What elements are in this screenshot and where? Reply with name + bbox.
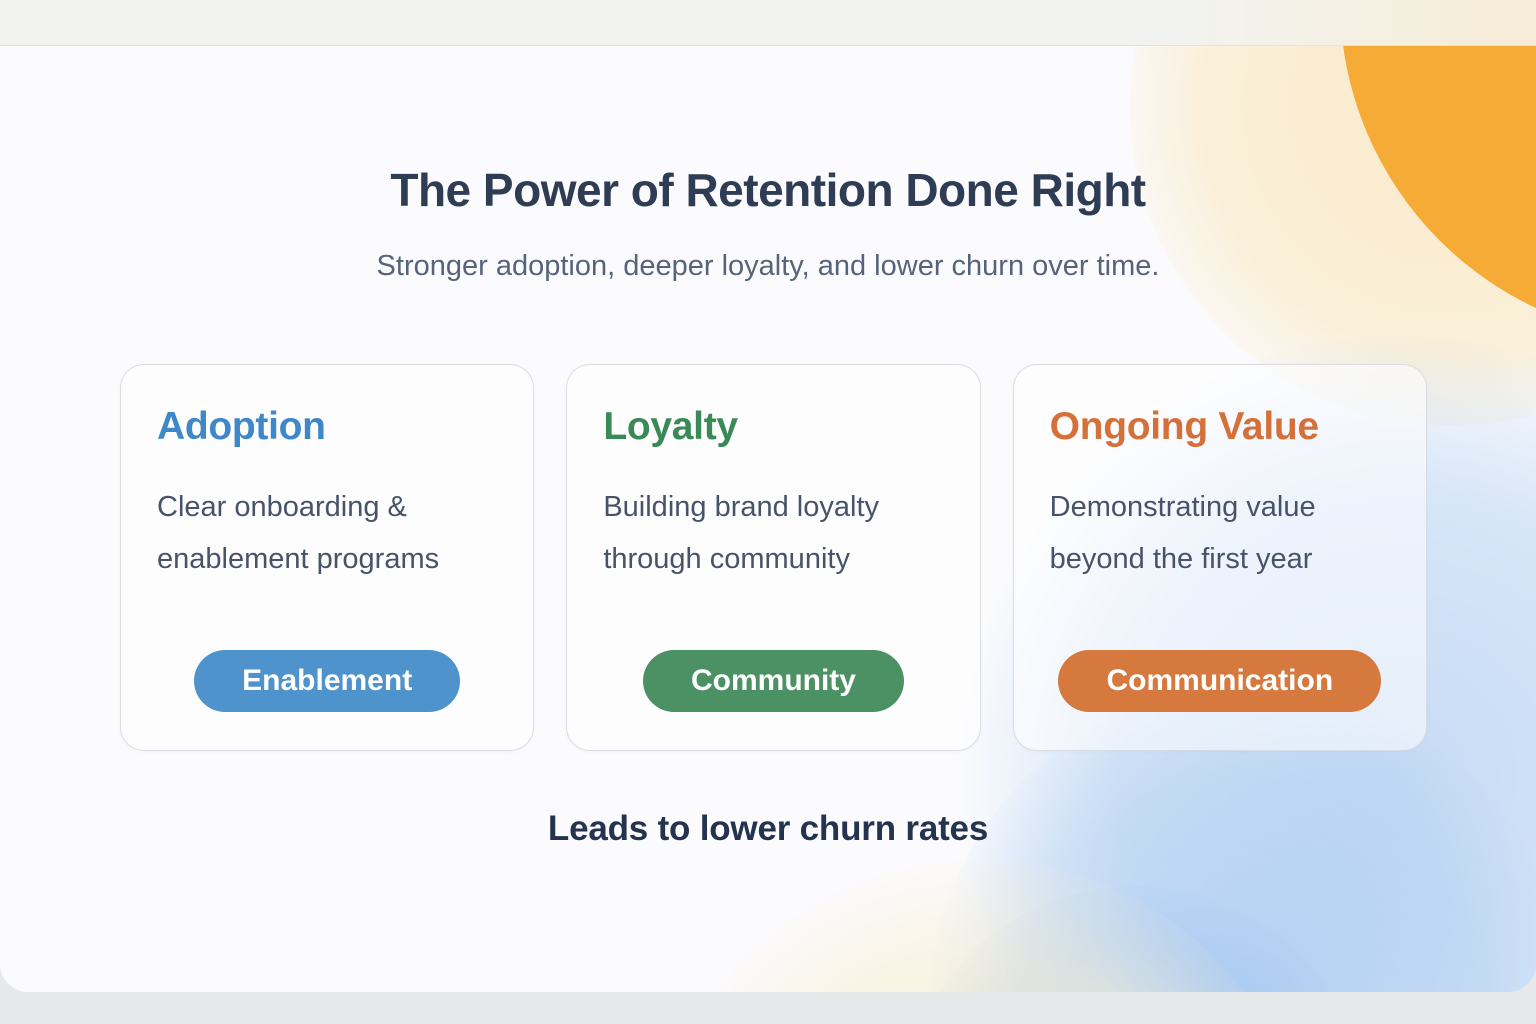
card-ongoing-value-body: Demonstrating value beyond the first yea… — [1049, 491, 1316, 575]
slide-footer-text: Leads to lower churn rates — [547, 809, 989, 848]
card-adoption-heading: Adoption — [157, 405, 326, 448]
slide-title: The Power of Retention Done Right — [390, 164, 1146, 216]
card-adoption-body: Clear onboarding & enablement programs — [157, 491, 440, 575]
top-strip — [0, 0, 1536, 46]
cards-row: Adoption Clear onboarding & enablement p… — [120, 364, 1427, 751]
card-adoption: Adoption Clear onboarding & enablement p… — [120, 364, 535, 751]
card-loyalty: Loyalty Building brand loyalty through c… — [566, 364, 981, 751]
card-ongoing-value-heading: Ongoing Value — [1049, 405, 1319, 448]
slide-subtitle: Stronger adoption, deeper loyalty, and l… — [376, 250, 1160, 282]
community-tag-button[interactable]: Community — [642, 650, 904, 712]
card-ongoing-value: Ongoing Value Demonstrating value beyond… — [1012, 364, 1427, 751]
slide-panel: The Power of Retention Done Right Strong… — [0, 46, 1536, 992]
card-loyalty-heading: Loyalty — [603, 405, 738, 448]
communication-tag-button[interactable]: Communication — [1058, 650, 1382, 712]
enablement-tag-button[interactable]: Enablement — [194, 650, 461, 712]
slide-content: The Power of Retention Done Right Strong… — [0, 160, 1536, 992]
card-loyalty-body: Building brand loyalty through community — [603, 491, 879, 575]
